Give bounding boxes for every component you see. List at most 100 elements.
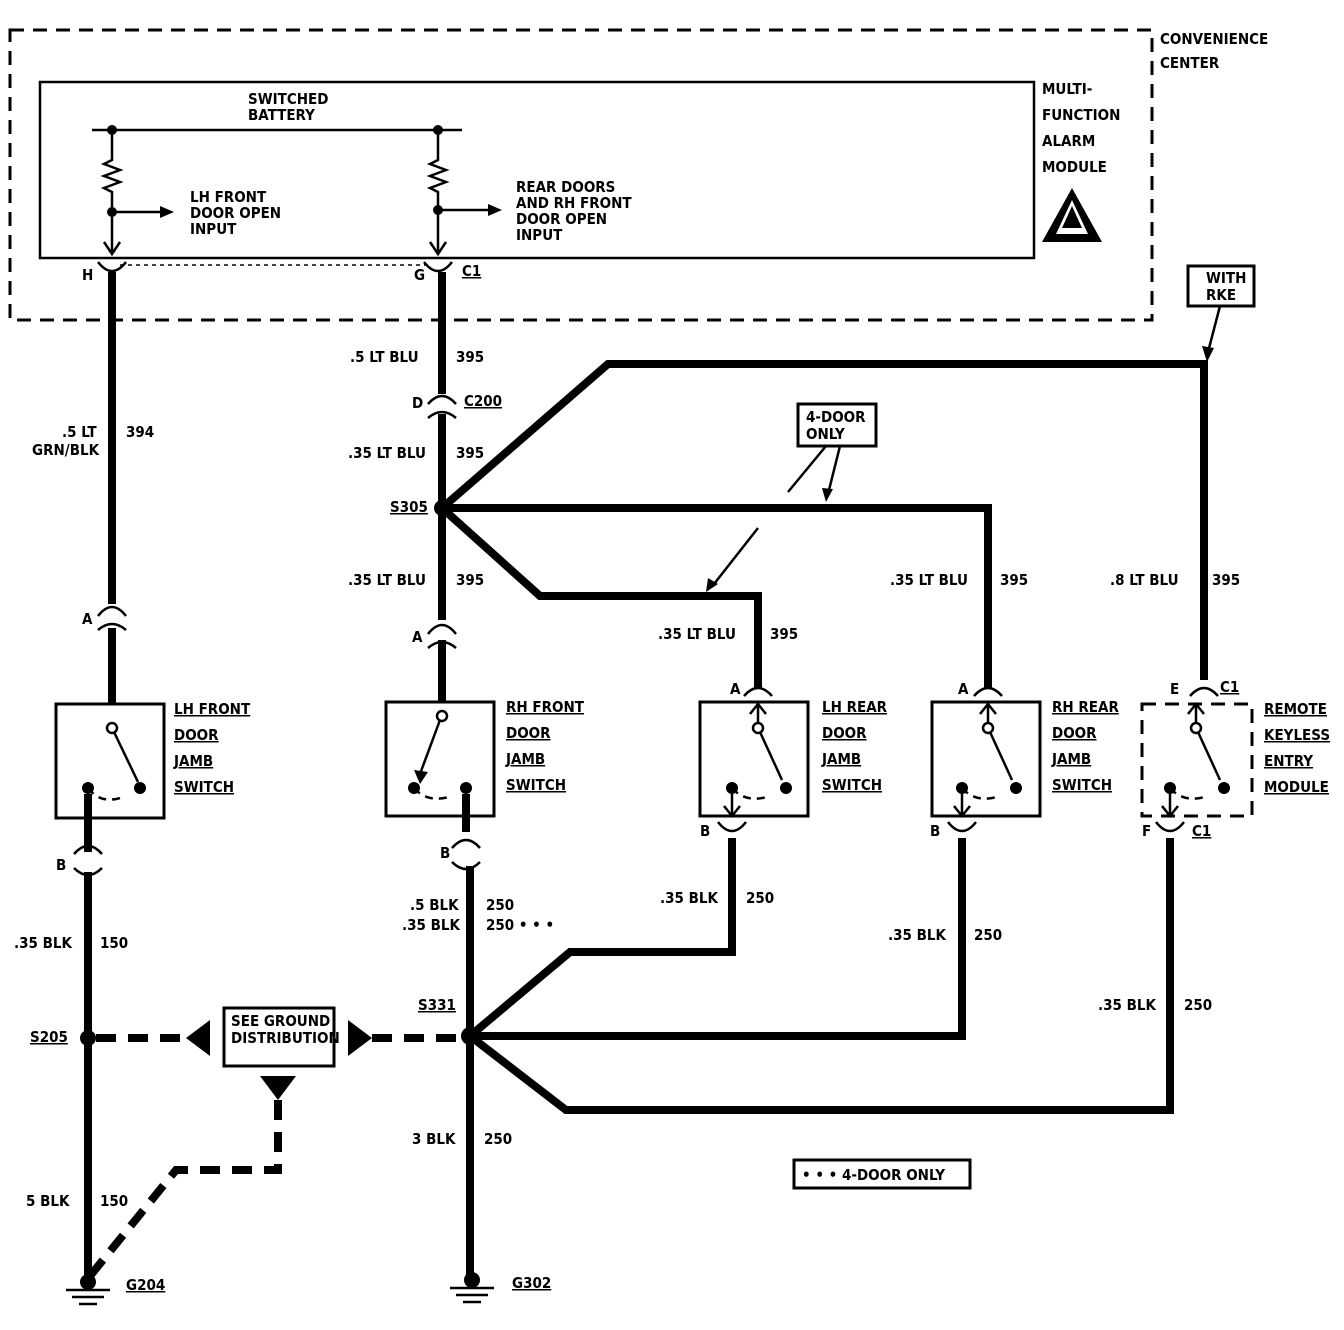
- four-door-legend: [792, 1158, 972, 1190]
- rke-module-label-4: MODULE: [1264, 778, 1329, 796]
- wire-250-rhr-circuit: 250: [974, 926, 1002, 944]
- four-door-legend-text: • • • 4-DOOR ONLY: [802, 1166, 945, 1184]
- wire-150-size: .35 BLK: [14, 934, 72, 952]
- wire-250-lh-rear: [467, 838, 736, 1040]
- connector-e-label: E: [1170, 680, 1179, 698]
- connector-b-lhf-label: B: [56, 856, 66, 874]
- wire-250-lhr-size: .35 BLK: [660, 889, 718, 907]
- rke-module-label-2: KEYLESS: [1264, 726, 1330, 744]
- wire-150-g204-circuit: 150: [100, 1192, 128, 1210]
- wire-395-mid-size: .35 LT BLU: [348, 444, 426, 462]
- see-ground-label-1: SEE GROUND: [231, 1012, 330, 1030]
- wire-250-lhr-circuit: 250: [746, 889, 774, 907]
- esd-warning-icon: [1042, 188, 1102, 242]
- switched-battery-label-2: BATTERY: [248, 106, 315, 124]
- rke-module-label-1: REMOTE: [1264, 700, 1327, 718]
- connector-g-label: G: [414, 266, 425, 284]
- wire-394-size: .5 LT: [62, 423, 97, 441]
- lh-rear-switch-label-1: LH REAR: [822, 698, 888, 716]
- connector-e-rke: [1189, 686, 1219, 697]
- connector-b-rhr-label: B: [930, 822, 940, 840]
- module-label-3: ALARM: [1042, 132, 1095, 150]
- four-door-only-label-1: 4-DOOR: [806, 408, 866, 426]
- connector-c1-rke-bottom-label: C1: [1192, 822, 1211, 840]
- wire-395-top-circuit: 395: [456, 348, 484, 366]
- wire-395-rhr-circuit: 395: [1000, 571, 1028, 589]
- connector-c200-label: C200: [464, 392, 502, 410]
- connector-a-lhr-label: A: [730, 680, 741, 698]
- ground-g302-symbol: [450, 1272, 494, 1304]
- with-rke-note: [1186, 264, 1256, 308]
- connector-a-rhf-label: A: [412, 628, 423, 646]
- connector-a-lhr: [743, 686, 773, 697]
- connector-h-symbol: [97, 261, 127, 273]
- lh-front-switch-label-3: JAMB: [173, 752, 213, 770]
- lh-rear-switch-label-4: SWITCH: [822, 776, 882, 794]
- wire-395-to-rke: [439, 360, 1208, 680]
- rh-front-switch-label-4: SWITCH: [506, 776, 566, 794]
- rh-rear-door-jamb-switch: [930, 700, 1042, 818]
- lh-rear-switch-label-2: DOOR: [822, 724, 867, 742]
- four-door-only-label-2: ONLY: [806, 425, 845, 443]
- wire-250-size-b: .35 BLK: [402, 916, 460, 934]
- wire-395-lhr-circuit: 395: [770, 625, 798, 643]
- splice-s205-label: S205: [30, 1028, 68, 1046]
- connector-g-symbol: [423, 261, 453, 273]
- wire-250-rke-size: .35 BLK: [1098, 996, 1156, 1014]
- lh-front-switch-label-4: SWITCH: [174, 778, 234, 796]
- connector-b-lhr-label: B: [700, 822, 710, 840]
- wire-250-rke: [467, 838, 1174, 1114]
- ground-g204-label: G204: [126, 1276, 165, 1294]
- wire-395-to-rh-rear: [442, 504, 992, 688]
- lh-front-input-label-3: INPUT: [190, 220, 237, 238]
- wire-394-circuit: 394: [126, 423, 154, 441]
- wire-395-rke-size: .8 LT BLU: [1110, 571, 1179, 589]
- lh-front-input-label-2: DOOR OPEN: [190, 204, 281, 222]
- rh-rear-switch-label-2: DOOR: [1052, 724, 1097, 742]
- rear-rh-input-label-4: INPUT: [516, 226, 563, 244]
- rh-rear-switch-label-4: SWITCH: [1052, 776, 1112, 794]
- wire-250-circuit-a: 250: [486, 896, 514, 914]
- rear-rh-input-label-1: REAR DOORS: [516, 178, 615, 196]
- wire-395-rhf-size: .35 LT BLU: [348, 571, 426, 589]
- connector-c1-rke-top-label: C1: [1220, 678, 1239, 696]
- wire-150-g204-size: 5 BLK: [26, 1192, 70, 1210]
- module-label-2: FUNCTION: [1042, 106, 1120, 124]
- rh-rear-switch-label-1: RH REAR: [1052, 698, 1119, 716]
- rh-front-switch-label-1: RH FRONT: [506, 698, 585, 716]
- wire-250-circuit-b: 250 • • •: [486, 916, 554, 934]
- connector-a-rhr: [973, 686, 1003, 697]
- rh-front-switch-label-2: DOOR: [506, 724, 551, 742]
- module-label-1: MULTI-: [1042, 80, 1092, 98]
- wire-250-g302-size: 3 BLK: [412, 1130, 456, 1148]
- multifunction-alarm-module-box: [38, 80, 1036, 260]
- ground-g204-symbol: [66, 1274, 110, 1306]
- wire-250-rke-circuit: 250: [1184, 996, 1212, 1014]
- connector-a-rhf-top: [427, 623, 457, 635]
- lh-front-switch-label-1: LH FRONT: [174, 700, 251, 718]
- with-rke-label-2: RKE: [1206, 286, 1236, 304]
- connector-d-label: D: [412, 394, 423, 412]
- connector-f-rke: [1155, 821, 1185, 833]
- wire-250-g302-circuit: 250: [484, 1130, 512, 1148]
- connector-a-lhf-label: A: [82, 610, 93, 628]
- see-ground-distribution-box: [222, 1006, 336, 1068]
- connector-c200-symbol: [427, 394, 457, 405]
- connector-b-rhf-label: B: [440, 844, 450, 862]
- wire-250-rh-rear: [470, 838, 966, 1040]
- wire-395-top-size: .5 LT BLU: [350, 348, 419, 366]
- lh-front-switch-label-2: DOOR: [174, 726, 219, 744]
- wire-395-lhr-size: .35 LT BLU: [658, 625, 736, 643]
- wire-150-circuit: 150: [100, 934, 128, 952]
- connector-b-rhr: [947, 821, 977, 833]
- ground-g302-label: G302: [512, 1274, 551, 1292]
- wire-250-rhr-size: .35 BLK: [888, 926, 946, 944]
- connector-b-lhr: [717, 821, 747, 833]
- connector-a-rhr-label: A: [958, 680, 969, 698]
- lh-front-input-label-1: LH FRONT: [190, 188, 267, 206]
- convenience-center-enclosure: [8, 28, 1154, 322]
- connector-c1-label: C1: [462, 262, 481, 280]
- convenience-center-label-1: CONVENIENCE: [1160, 30, 1268, 48]
- wire-395-to-lh-rear: [439, 505, 762, 688]
